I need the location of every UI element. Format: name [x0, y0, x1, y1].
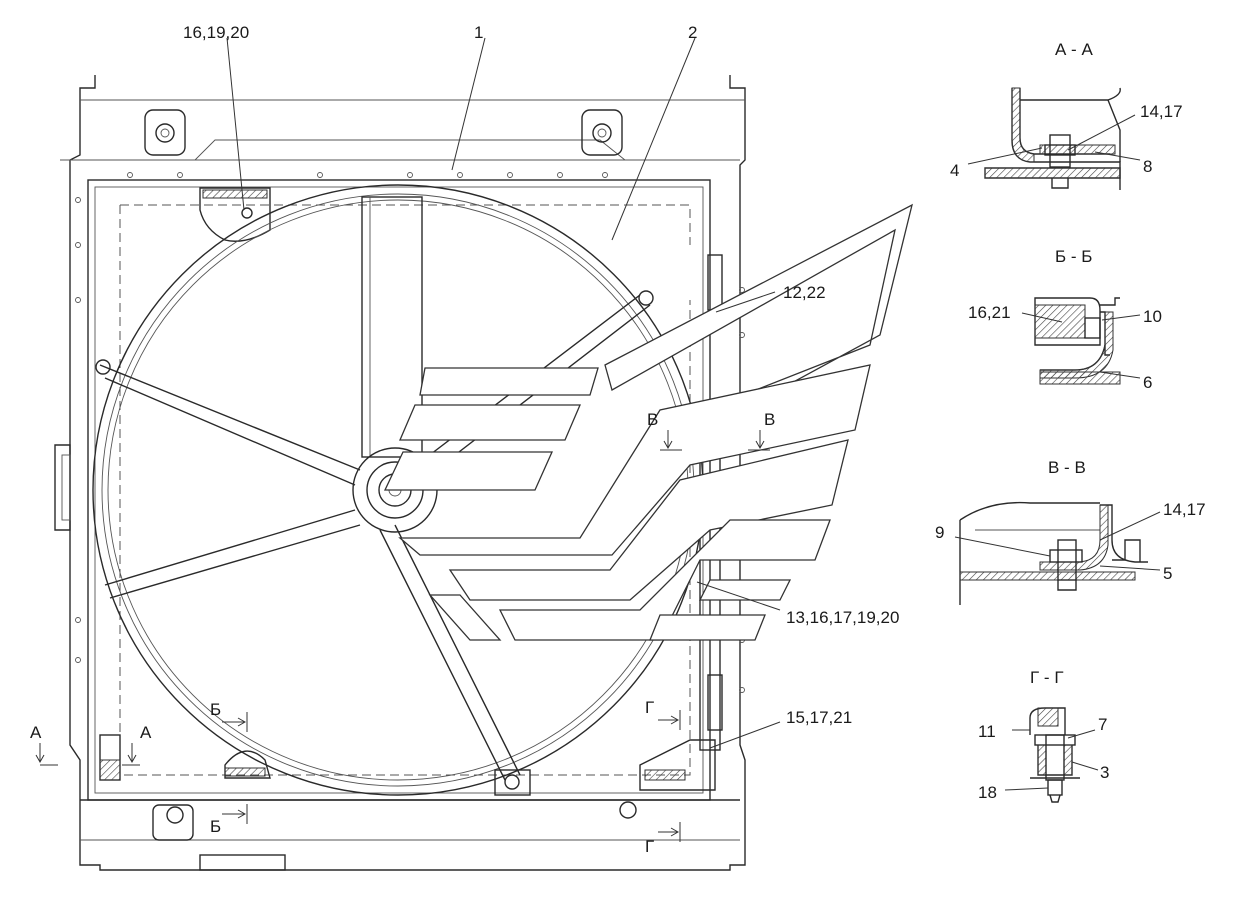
section-gg-label-11: 11 — [978, 722, 996, 741]
section-bb-label-10: 10 — [1143, 307, 1162, 326]
section-bb: Б - Б 16,21 10 6 — [968, 247, 1162, 392]
watermark-logo — [383, 203, 913, 641]
section-aa-label-14-17: 14,17 — [1140, 102, 1183, 121]
section-gg-title: Г - Г — [1030, 668, 1064, 687]
section-mark-a-right: А — [140, 723, 152, 742]
callout-16-19-20: 16,19,20 — [183, 23, 249, 42]
section-vv: В - В 14,17 9 5 — [935, 458, 1206, 605]
section-mark-b-bottom: Б — [210, 817, 221, 836]
section-aa-label-4: 4 — [950, 161, 959, 180]
section-mark-v-left: В — [647, 410, 658, 429]
section-mark-b-top: Б — [210, 700, 221, 719]
section-gg-label-7: 7 — [1098, 715, 1107, 734]
top-frame — [69, 75, 746, 871]
section-mark-g-bottom: Г — [645, 837, 654, 856]
section-gg-label-3: 3 — [1100, 763, 1109, 782]
callout-15-17-21: 15,17,21 — [786, 708, 852, 727]
section-gg: Г - Г 11 7 3 18 — [978, 668, 1109, 803]
top-boss-right — [581, 109, 623, 156]
section-vv-label-5: 5 — [1163, 564, 1172, 583]
callout-1: 1 — [474, 23, 483, 42]
section-mark-a-left: А — [30, 723, 42, 742]
section-markers: А А Б Б В В Г Г — [30, 410, 775, 856]
callout-12-22: 12,22 — [783, 283, 826, 302]
section-mark-g-top: Г — [645, 698, 654, 717]
callout-13-16-17-19-20: 13,16,17,19,20 — [786, 608, 899, 627]
section-aa: А - А 14,17 4 8 — [950, 40, 1183, 190]
section-bb-title: Б - Б — [1055, 247, 1092, 266]
leader-lines — [226, 37, 781, 749]
section-bb-label-6: 6 — [1143, 373, 1152, 392]
section-vv-label-9: 9 — [935, 523, 944, 542]
section-gg-label-18: 18 — [978, 783, 997, 802]
section-aa-label-8: 8 — [1143, 157, 1152, 176]
section-mark-v-right: В — [764, 410, 775, 429]
section-aa-title: А - А — [1055, 40, 1093, 59]
callout-2: 2 — [688, 23, 697, 42]
top-boss-left — [144, 109, 186, 156]
section-vv-label-14-17: 14,17 — [1163, 500, 1206, 519]
section-vv-title: В - В — [1048, 458, 1086, 477]
vertical-channel — [361, 196, 423, 458]
section-bb-label-16-21: 16,21 — [968, 303, 1011, 322]
